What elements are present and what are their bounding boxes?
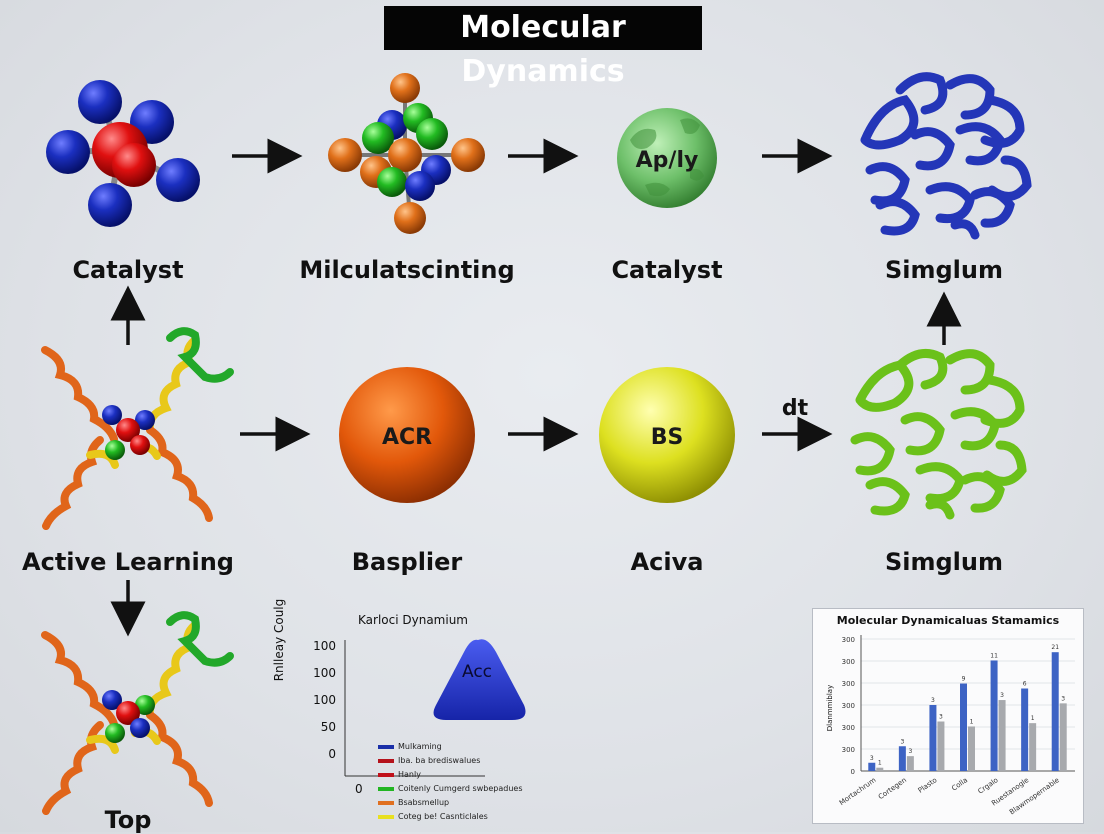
legend-label: Mulkaming (398, 742, 442, 751)
bar (1051, 652, 1059, 771)
acc-text: Acc (462, 662, 492, 682)
page-title: Molecular Dynamics (384, 6, 702, 89)
legend-item: Iba. ba brediswalues (378, 756, 480, 765)
chart1-ytick: 50 (320, 720, 336, 734)
legend-swatch (378, 800, 394, 805)
chart1-ytick: 100 (313, 693, 336, 707)
bs-text: BS (651, 425, 684, 450)
bar (906, 756, 914, 771)
bar-data-label: 1 (878, 760, 882, 767)
y-tick-label: 300 (842, 702, 855, 710)
label-milculatscinting: Milculatscinting (299, 256, 515, 284)
legend-swatch (378, 772, 394, 777)
bar (990, 660, 998, 771)
bar-data-label: 3 (900, 738, 904, 745)
legend-item: Bsabsmellup (378, 798, 449, 807)
legend-item: Mulkaming (378, 742, 442, 751)
label-top: Top (104, 806, 152, 834)
chart1-yticks: 100 100 100 50 0 (312, 633, 336, 768)
bar (929, 705, 937, 771)
label-basplier: Basplier (351, 548, 463, 576)
label-simglum-1: Simglum (884, 256, 1004, 284)
chart1-ylabel: Rnlleay Coulg (272, 598, 286, 682)
globe-sphere: Ap/ly (617, 108, 717, 208)
legend-label: Hanly (398, 770, 421, 779)
legend-item: Coitenly Cumgerd swbepadues (378, 784, 522, 793)
bs-sphere: BS (599, 367, 735, 503)
y-tick-label: 300 (842, 680, 855, 688)
legend-item: Hanly (378, 770, 421, 779)
bar-data-label: 3 (908, 748, 912, 755)
globe-text: Ap/ly (636, 148, 699, 173)
y-tick-label: 0 (851, 768, 855, 776)
bar (1059, 703, 1067, 771)
bar (868, 762, 876, 771)
chart1-ytick: 100 (313, 639, 336, 653)
arrow-label: dt (782, 396, 809, 421)
y-tick-label: 300 (842, 658, 855, 666)
helix-complex-bottom (41, 611, 234, 815)
bar-data-label: 6 (1023, 681, 1027, 688)
legend-swatch (378, 758, 394, 763)
acc-triangle: Acc (433, 639, 526, 720)
x-tick-label: Colla (950, 776, 969, 793)
bar (998, 700, 1006, 771)
chart2-svg: 300300300300300300031Mortachrum33Cortege… (838, 635, 1075, 816)
chart2-title: Molecular Dynamicaluas Stamamics (836, 614, 1060, 627)
label-active-learning: Active Learning (22, 548, 234, 576)
bar (1021, 688, 1029, 771)
x-tick-label: Cortegen (877, 776, 908, 801)
label-aciva: Aciva (630, 548, 704, 576)
bar-data-label: 3 (939, 714, 943, 721)
green-protein-structure (850, 348, 1027, 520)
bar-data-label: 9 (962, 676, 966, 683)
blue-protein-structure (860, 72, 1032, 240)
bar (898, 746, 906, 771)
bar-chart-panel: Molecular Dynamicaluas Stamamics Dlanmmi… (812, 608, 1084, 824)
legend-label: Bsabsmellup (398, 798, 450, 807)
y-tick-label: 300 (842, 724, 855, 732)
milculatscinting-molecule (328, 73, 485, 234)
x-tick-label: Mortachrum (838, 776, 878, 807)
x-tick-label: Crgalo (977, 776, 1000, 796)
label-simglum-2: Simglum (884, 548, 1004, 576)
bar-data-label: 3 (931, 697, 935, 704)
chart1-ytick: 0 (328, 747, 336, 761)
bar-data-label: 11 (990, 652, 998, 659)
chart1-title: Karloci Dynamium (358, 613, 468, 627)
y-tick-label: 300 (842, 746, 855, 754)
chart1-ytick: 100 (313, 666, 336, 680)
helix-complex-top (41, 327, 234, 530)
legend-label: Iba. ba brediswalues (398, 756, 481, 765)
bar-data-label: 3 (1000, 692, 1004, 699)
bar (1029, 723, 1037, 771)
acr-sphere: ACR (339, 367, 475, 503)
bar (937, 721, 945, 771)
chart1-x0: 0 (355, 782, 363, 796)
bar-data-label: 1 (970, 718, 974, 725)
bar-data-label: 21 (1051, 644, 1059, 651)
legend-item: Coteg be! Casnticlales (378, 812, 488, 821)
legend-swatch (378, 786, 394, 791)
legend-label: Coteg be! Casnticlales (398, 812, 488, 821)
bar-data-label: 3 (1061, 695, 1065, 702)
bar-data-label: 1 (1031, 715, 1035, 722)
legend-label: Coitenly Cumgerd swbepadues (398, 784, 523, 793)
bar (968, 726, 975, 771)
y-tick-label: 300 (842, 636, 855, 644)
legend-swatch (378, 744, 394, 749)
label-catalyst-2: Catalyst (611, 256, 723, 284)
catalyst-molecule (46, 80, 200, 227)
label-catalyst-1: Catalyst (72, 256, 184, 284)
bar (960, 683, 967, 771)
x-tick-label: Plasto (917, 776, 939, 795)
legend-swatch (378, 814, 394, 819)
acr-text: ACR (382, 425, 432, 450)
bar (876, 767, 884, 771)
chart1-axes (344, 640, 485, 777)
bar-data-label: 3 (870, 755, 874, 762)
